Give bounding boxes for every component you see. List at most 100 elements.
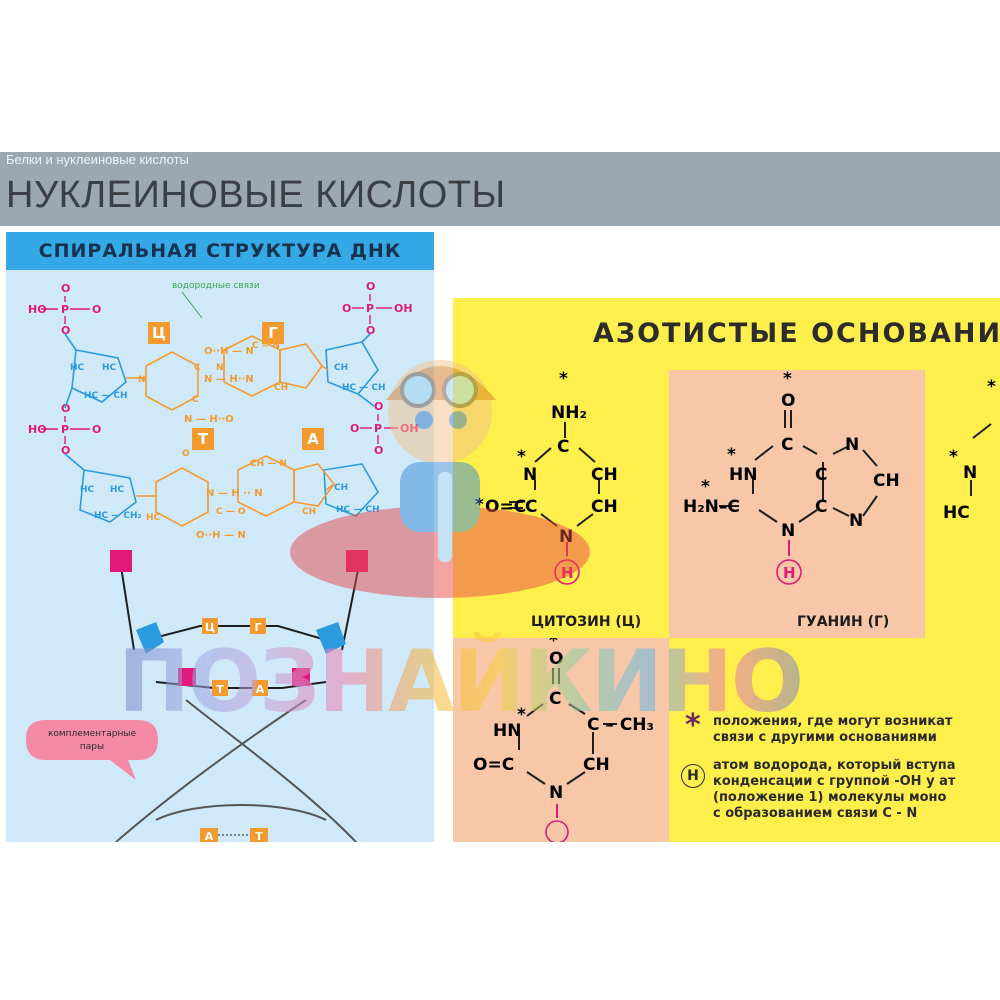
watermark-text: ПОЗНАЙКИНО: [118, 632, 804, 732]
svg-text:*: *: [701, 477, 710, 497]
guanine-ring-5: [279, 343, 323, 389]
svg-text:C: C: [525, 497, 537, 517]
svg-text:CH: CH: [274, 383, 288, 393]
svg-text:Т: Т: [198, 430, 209, 448]
title-bar: Белки и нуклеиновые кислоты НУКЛЕИНОВЫЕ …: [0, 152, 1000, 226]
sugar-ring: [325, 341, 379, 395]
base-tile-g: Г: [262, 322, 284, 344]
svg-text:HC: HC: [102, 363, 117, 373]
base-tile-t: Т: [192, 428, 214, 450]
helix-phosphate: [110, 550, 132, 572]
svg-text:Т: Т: [216, 683, 224, 696]
helix-pair-cg: Ц Г: [202, 618, 266, 634]
svg-text:*: *: [987, 377, 996, 397]
svg-text:Г: Г: [268, 324, 278, 342]
svg-text:C = N: C = N: [252, 341, 280, 351]
svg-text:C: C: [815, 465, 827, 485]
svg-text:N — H··N: N — H··N: [204, 374, 254, 385]
legend-star-line2: связи с другими основаниями: [713, 730, 937, 745]
svg-text:HC — CH: HC — CH: [336, 505, 380, 515]
svg-text:O: O: [182, 449, 190, 459]
svg-text:HN: HN: [729, 465, 757, 485]
svg-text:*: *: [783, 370, 792, 389]
adenine-ring-5: [293, 463, 336, 507]
bases-heading: АЗОТИСТЫЕ ОСНОВАНИЯ: [593, 318, 1000, 349]
svg-text:CH — N: CH — N: [250, 459, 287, 469]
mascot-illustration: [290, 360, 590, 598]
svg-text:O··H — N: O··H — N: [204, 346, 254, 357]
svg-text:CH: CH: [591, 465, 618, 485]
svg-text:C: C: [549, 689, 561, 709]
svg-text:N: N: [781, 521, 795, 541]
helix-pair-ta: Т А: [212, 680, 268, 696]
svg-text:HC — CH: HC — CH: [342, 383, 386, 393]
svg-text:O: O: [374, 444, 383, 457]
svg-text:O: O: [61, 444, 70, 457]
svg-text:P: P: [374, 422, 382, 435]
svg-text:Т: Т: [255, 830, 263, 842]
svg-text:HO: HO: [28, 303, 47, 316]
dna-panel-header: СПИРАЛЬНАЯ СТРУКТУРА ДНК: [6, 232, 434, 270]
svg-text:H: H: [783, 564, 796, 582]
svg-text:комплементарные: комплементарные: [48, 729, 137, 739]
svg-text:H₂N–C: H₂N–C: [683, 497, 740, 517]
svg-text:А: А: [307, 430, 319, 448]
svg-text:N: N: [138, 375, 146, 385]
svg-text:Ц: Ц: [205, 621, 215, 634]
base-tile-a: А: [302, 428, 324, 450]
svg-text:N: N: [849, 511, 863, 531]
base-tile-c: Ц: [148, 322, 170, 344]
legend-h-marker: H: [681, 764, 705, 788]
svg-text:O: O: [350, 422, 359, 435]
svg-text:N: N: [845, 435, 859, 455]
svg-text:Г: Г: [254, 621, 261, 634]
svg-text:CH: CH: [591, 497, 618, 517]
breadcrumb: Белки и нуклеиновые кислоты: [6, 152, 189, 167]
svg-text:HO: HO: [28, 423, 47, 436]
phosphate-top-left: O HO P O O: [28, 282, 101, 337]
svg-text:HC: HC: [943, 503, 970, 523]
svg-text:O: O: [342, 302, 351, 315]
svg-text:Ц: Ц: [152, 324, 166, 342]
svg-text:*: *: [559, 370, 568, 389]
sugar-ring: [71, 349, 127, 403]
helix-phosphate: [178, 668, 196, 686]
svg-text:CH: CH: [334, 363, 348, 373]
svg-text:C: C: [192, 395, 199, 405]
svg-text:А: А: [205, 830, 214, 842]
legend-star-line1: положения, где могут возникат: [713, 714, 953, 729]
complementary-pairs-callout: комплементарные пары: [26, 720, 158, 780]
svg-text:N: N: [549, 783, 563, 803]
svg-text:O: O: [61, 282, 70, 295]
svg-text:C: C: [815, 497, 827, 517]
svg-text:O=C: O=C: [473, 755, 514, 775]
svg-text:C: C: [194, 363, 201, 373]
guanine-caption: ГУАНИН (Г): [797, 614, 890, 630]
helix-sugar: [136, 622, 164, 654]
svg-text:CH: CH: [583, 755, 610, 775]
helix-phosphate: [292, 668, 310, 686]
sugar-ring: [79, 469, 137, 523]
svg-text:пары: пары: [80, 742, 104, 752]
svg-text:CH: CH: [334, 483, 348, 493]
svg-text:O: O: [366, 280, 375, 293]
hbond-label: водородные связи: [172, 281, 260, 291]
svg-text:HC: HC: [110, 485, 125, 495]
phosphate-top-right: O O P OH O: [342, 280, 413, 337]
svg-text:N — H··O: N — H··O: [184, 414, 234, 425]
poster: Белки и нуклеиновые кислоты НУКЛЕИНОВЫЕ …: [0, 152, 1000, 842]
svg-text:C: C: [557, 437, 569, 457]
sugar-ring: [323, 463, 379, 517]
svg-text:А: А: [256, 683, 265, 696]
svg-text:C — O: C — O: [216, 507, 246, 517]
legend-star-marker: *: [685, 708, 701, 743]
thymine-structure: O C HNC – CH₃ O=CCH N * *: [473, 631, 654, 842]
helix-sugar: [316, 622, 346, 654]
svg-text:HC — CH: HC — CH: [84, 391, 128, 401]
dna-panel-heading: СПИРАЛЬНАЯ СТРУКТУРА ДНК: [38, 240, 402, 262]
third-base-cell: N HC * *: [925, 370, 1000, 638]
